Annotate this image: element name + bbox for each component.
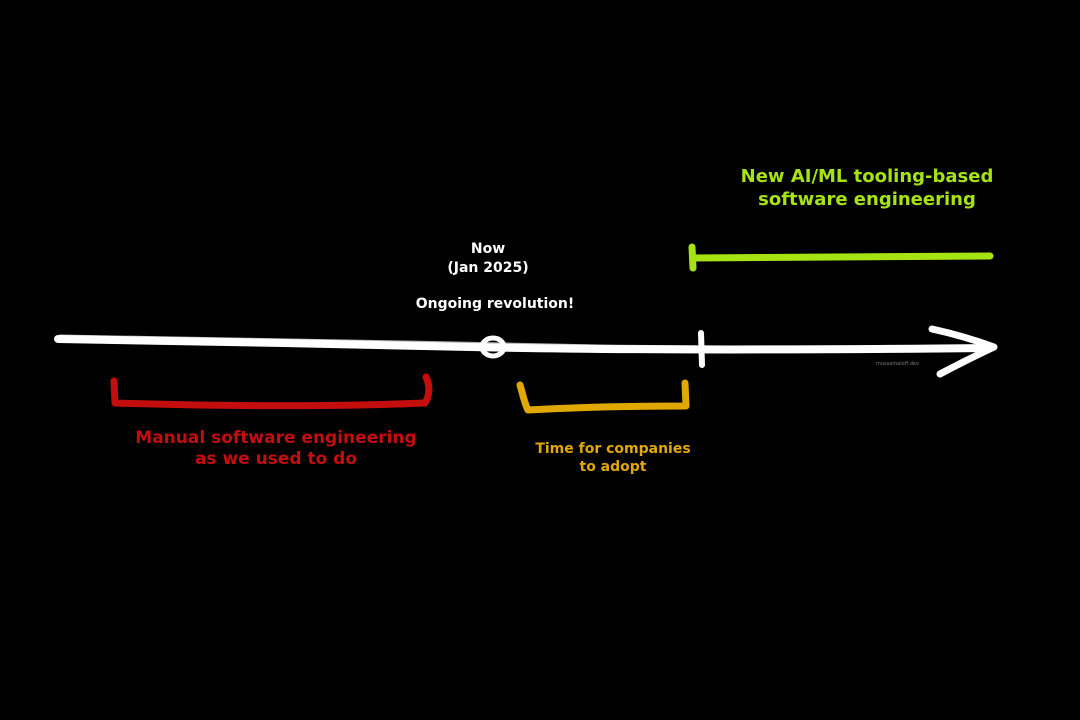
adopt-period-bracket <box>516 379 690 414</box>
timeline-line-texture <box>58 334 987 349</box>
adopt-period-label-line2: to adopt <box>579 458 647 475</box>
timeline-arrowhead <box>928 325 998 378</box>
now-marker-note: Ongoing revolution! <box>415 296 575 312</box>
timeline-line <box>54 335 994 354</box>
now-marker-circle <box>479 335 507 359</box>
new-era-label-line2: software engineering <box>758 188 976 210</box>
manual-period-label-line1: Manual software engineering <box>135 428 417 448</box>
manual-period-bracket <box>110 373 433 410</box>
manual-period-label-line2: as we used to do <box>194 449 358 470</box>
adopt-period-label: Time for companies to adopt <box>535 441 690 476</box>
manual-period-label: Manual software engineering as we used t… <box>135 428 416 471</box>
now-marker-date: (Jan 2025) <box>447 260 529 276</box>
adopt-period-label-line1: Time for companies <box>535 441 691 457</box>
new-era-label-line1: New AI/ML tooling-based <box>740 166 994 187</box>
new-era-label: New AI/ML tooling-based software enginee… <box>741 166 994 211</box>
watermark: mussamaloff.dev <box>876 361 919 367</box>
now-marker-title: Now <box>470 241 506 257</box>
new-era-bar <box>688 243 994 272</box>
transition-tick <box>698 330 705 368</box>
